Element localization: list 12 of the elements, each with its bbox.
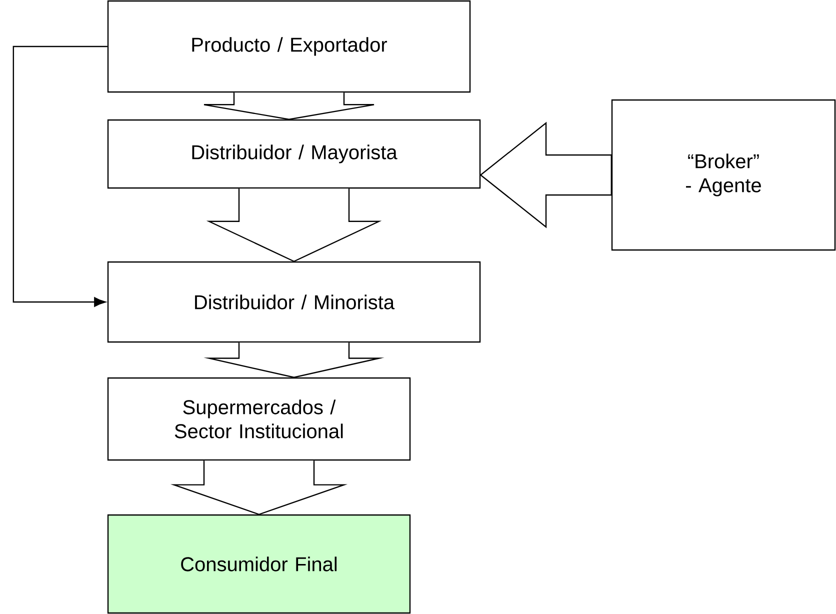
block-arrow <box>170 460 348 516</box>
process-box: Consumidor Final <box>107 514 411 614</box>
process-box: Distribuidor / Mayorista <box>107 119 481 189</box>
process-box: Producto / Exportador <box>107 0 471 93</box>
block-arrow <box>480 122 612 228</box>
block-arrow <box>204 342 384 378</box>
process-box: “Broker” - Agente <box>611 99 836 251</box>
process-box: Supermercados / Sector Institucional <box>107 377 411 461</box>
block-arrow <box>206 188 382 262</box>
process-box: Distribuidor / Minorista <box>107 261 481 343</box>
block-arrow <box>203 92 375 120</box>
connector-arrow <box>12 46 108 307</box>
